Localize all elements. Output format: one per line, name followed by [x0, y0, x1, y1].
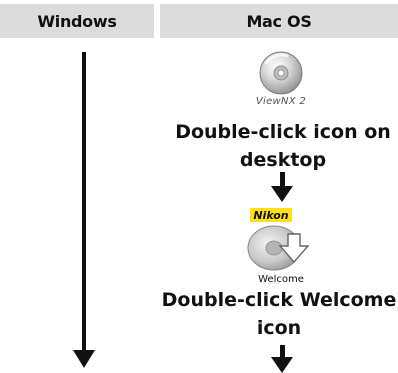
- windows-header-label: Windows: [37, 11, 117, 31]
- step-double-click-desktop-icon: Double-click icon on desktop: [175, 121, 391, 171]
- step2-welcome-keyword: Welcome: [299, 289, 397, 311]
- windows-flow-arrow-head-icon: [73, 350, 95, 368]
- step-arrow-2-shaft: [280, 345, 285, 359]
- windows-flow-arrow-shaft: [82, 52, 86, 352]
- cd-disc-icon[interactable]: [258, 50, 304, 96]
- step2-prefix: Double-click: [161, 289, 294, 311]
- down-arrow-icon: [271, 186, 293, 202]
- welcome-icon-caption: Welcome: [258, 274, 304, 285]
- cd-icon-caption: ViewNX 2: [255, 96, 307, 107]
- down-arrow-icon: [271, 357, 293, 373]
- mac-column-header: Mac OS: [160, 4, 398, 38]
- step-arrow-1-shaft: [280, 172, 285, 188]
- step-double-click-welcome-icon: Double-click Welcome icon: [160, 286, 398, 342]
- nikon-logo-text: Nikon: [253, 209, 288, 222]
- mac-header-label: Mac OS: [246, 11, 312, 31]
- nikon-welcome-icon[interactable]: Nikon: [244, 206, 318, 272]
- windows-column-header: Windows: [0, 4, 154, 38]
- step2-suffix: icon: [256, 317, 302, 339]
